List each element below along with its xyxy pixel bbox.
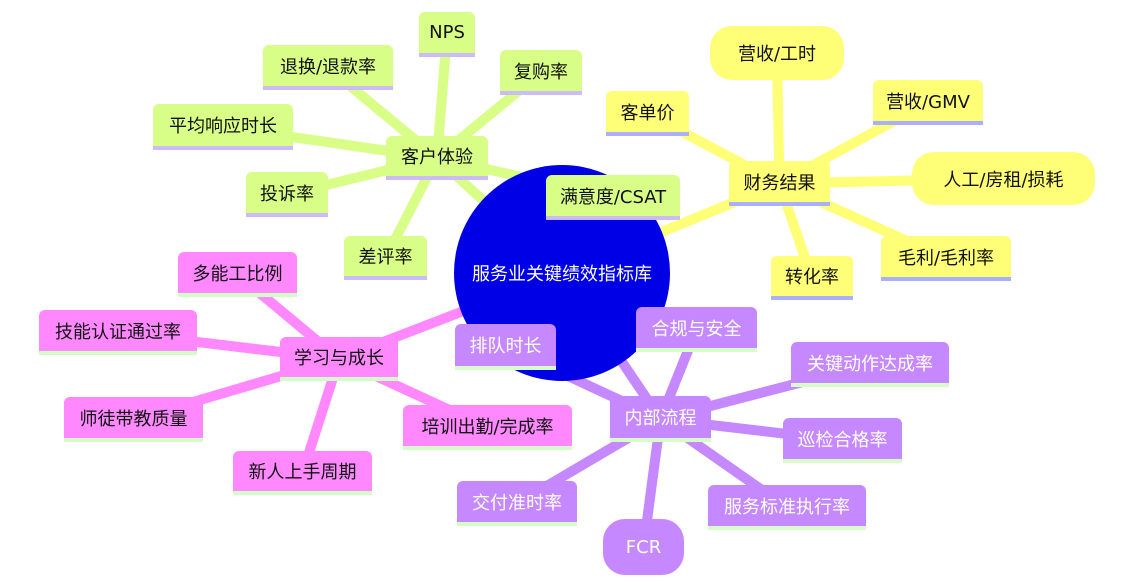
topic-avg-order-value[interactable]: 客单价 — [606, 91, 689, 136]
topic-return-refund-rate[interactable]: 退换/退款率 — [263, 45, 393, 90]
topic-repurchase-rate[interactable]: 复购率 — [500, 50, 582, 95]
branch-customer-experience[interactable]: 客户体验 — [386, 136, 488, 180]
topic-complaint-rate[interactable]: 投诉率 — [246, 172, 328, 217]
branch-financial-results[interactable]: 财务结果 — [729, 161, 830, 206]
topic-gross-margin[interactable]: 毛利/毛利率 — [881, 236, 1011, 281]
topic-multiskill-ratio[interactable]: 多能工比例 — [178, 252, 297, 297]
topic-on-time-delivery[interactable]: 交付准时率 — [457, 481, 577, 526]
topic-onboarding-period[interactable]: 新人上手周期 — [233, 451, 372, 495]
topic-csat[interactable]: 满意度/CSAT — [546, 175, 680, 220]
topic-certification-pass-rate[interactable]: 技能认证通过率 — [39, 310, 197, 355]
topic-revenue-per-hour[interactable]: 营收/工时 — [710, 26, 844, 80]
topic-queue-time[interactable]: 排队时长 — [455, 324, 556, 370]
branch-learning-growth[interactable]: 学习与成长 — [280, 337, 398, 381]
topic-compliance-safety[interactable]: 合规与安全 — [636, 307, 757, 352]
topic-mentoring-quality[interactable]: 师徒带教质量 — [64, 397, 203, 442]
topic-avg-response-time[interactable]: 平均响应时长 — [153, 104, 293, 150]
topic-conversion-rate[interactable]: 转化率 — [771, 256, 853, 300]
topic-nps[interactable]: NPS — [419, 12, 475, 57]
branch-internal-process[interactable]: 内部流程 — [610, 396, 711, 442]
topic-service-standard-rate[interactable]: 服务标准执行率 — [708, 485, 866, 530]
topic-fcr[interactable]: FCR — [603, 519, 684, 575]
topic-training-completion-rate[interactable]: 培训出勤/完成率 — [403, 405, 572, 450]
topic-revenue-gmv[interactable]: 营收/GMV — [873, 80, 983, 125]
topic-inspection-pass-rate[interactable]: 巡检合格率 — [783, 418, 902, 463]
topic-negative-review-rate[interactable]: 差评率 — [344, 236, 427, 280]
topic-key-action-rate[interactable]: 关键动作达成率 — [791, 342, 949, 387]
topic-labor-rent-loss[interactable]: 人工/房租/损耗 — [912, 152, 1095, 205]
central-topic-label: 服务业关键绩效指标库 — [472, 264, 652, 285]
